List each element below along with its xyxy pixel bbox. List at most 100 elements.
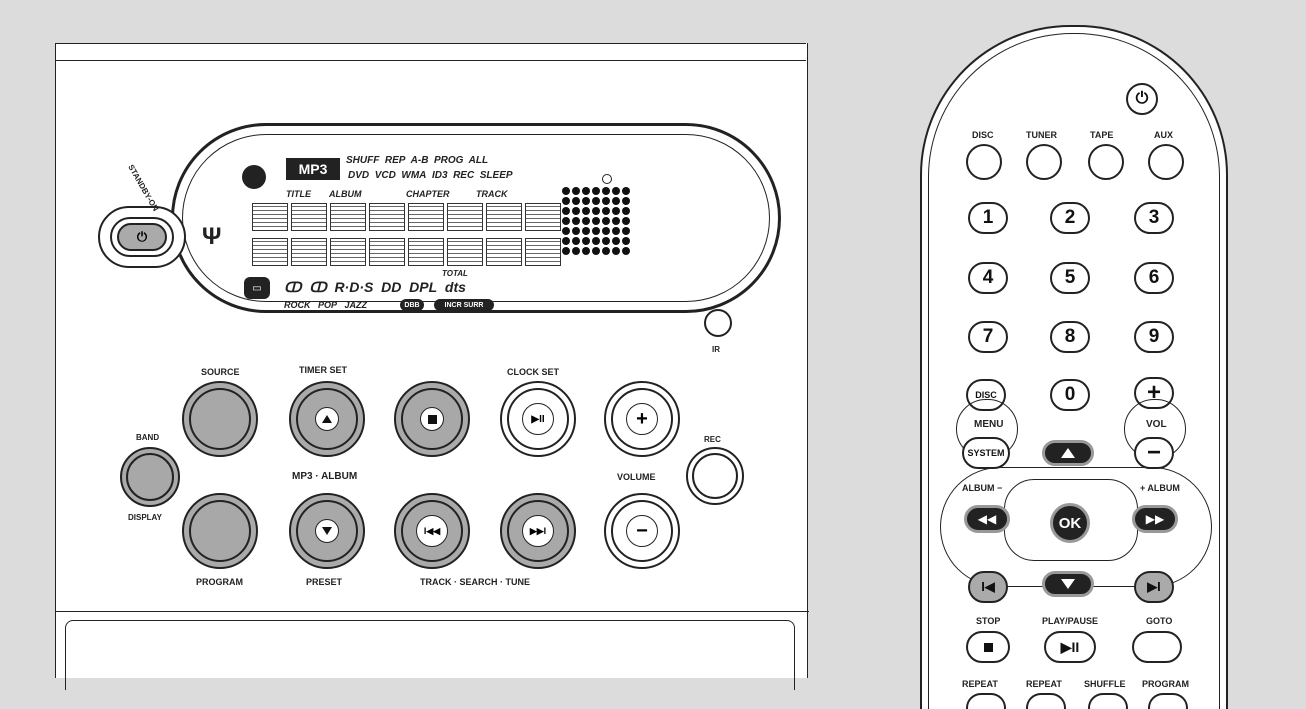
- total-label: TOTAL: [442, 269, 468, 278]
- preset-down-button[interactable]: [289, 493, 365, 569]
- disc-source-label: DISC: [972, 130, 994, 140]
- num-6-button[interactable]: 6: [1134, 262, 1174, 294]
- segment-row-1: [252, 203, 564, 236]
- goto-label: GOTO: [1146, 616, 1173, 626]
- stop-label: STOP: [976, 616, 1001, 626]
- album-prev-button[interactable]: ◀◀: [964, 505, 1010, 533]
- logo-row: ↀ ↀ R·D·S DD DPL dts: [284, 279, 466, 296]
- band-display-button[interactable]: [120, 447, 180, 507]
- wma-indicator: WMA: [401, 170, 427, 181]
- repeat-button-1[interactable]: [966, 693, 1006, 709]
- rep-indicator: REP: [384, 155, 406, 166]
- standby-button[interactable]: ⏻: [110, 217, 174, 257]
- num-3-button[interactable]: 3: [1134, 202, 1174, 234]
- nav-down-button[interactable]: [1042, 571, 1094, 597]
- repeat-label-1: REPEAT: [962, 679, 998, 689]
- standby-housing: ⏻: [98, 206, 186, 268]
- stop-button[interactable]: [394, 381, 470, 457]
- track-search-tune-label: TRACK · SEARCH · TUNE: [420, 577, 530, 587]
- play-pause-icon: ▶II: [1060, 638, 1080, 655]
- vol-down-button[interactable]: −: [1134, 437, 1174, 469]
- mp3cd-icon: ↀ: [309, 279, 327, 295]
- num-0-button[interactable]: 0: [1050, 379, 1090, 411]
- album-plus-label: + ALBUM: [1140, 483, 1180, 493]
- num-2-button[interactable]: 2: [1050, 202, 1090, 234]
- previous-icon: I◀◀: [416, 515, 448, 547]
- vcd-indicator: VCD: [374, 170, 396, 181]
- dbb-badge: DBB: [400, 299, 424, 311]
- volume-up-button[interactable]: +: [604, 381, 680, 457]
- album-next-button[interactable]: ▶▶: [1132, 505, 1178, 533]
- program-label-remote: PROGRAM: [1142, 679, 1189, 689]
- clock-set-label: CLOCK SET: [507, 367, 560, 377]
- ir-label: IR: [712, 345, 720, 354]
- previous-icon: I◀: [981, 579, 995, 594]
- up-arrow-icon: [1061, 448, 1075, 458]
- track-header: TRACK: [476, 189, 508, 199]
- disc-icon: [242, 165, 266, 189]
- antenna-icon: Ψ: [202, 223, 222, 250]
- cd-icon: ↀ: [284, 279, 302, 295]
- genre-row: ROCK POP JAZZ: [284, 300, 367, 310]
- program-label: PROGRAM: [196, 577, 243, 587]
- remote-power-button[interactable]: ⏻: [1126, 83, 1158, 115]
- remote-play-pause-button[interactable]: ▶II: [1044, 631, 1096, 663]
- source-button[interactable]: [182, 381, 258, 457]
- num-9-button[interactable]: 9: [1134, 321, 1174, 353]
- aux-source-button[interactable]: [1148, 144, 1184, 180]
- vol-label: VOL: [1144, 419, 1169, 430]
- preset-label: PRESET: [306, 577, 343, 587]
- program-button[interactable]: [182, 493, 258, 569]
- play-pause-button[interactable]: ▶II: [500, 381, 576, 457]
- nav-up-button[interactable]: [1042, 440, 1094, 466]
- mp3-indicator: MP3: [286, 158, 340, 180]
- num-7-button[interactable]: 7: [968, 321, 1008, 353]
- num-5-button[interactable]: 5: [1050, 262, 1090, 294]
- ab-indicator: A-B: [410, 155, 429, 166]
- next-icon: ▶I: [1147, 579, 1161, 594]
- previous-button[interactable]: I◀◀: [394, 493, 470, 569]
- program-button-remote[interactable]: [1148, 693, 1188, 709]
- volume-label: VOLUME: [617, 472, 656, 482]
- genre-pop: POP: [318, 300, 338, 310]
- timer-set-up-button[interactable]: [289, 381, 365, 457]
- display-row-1: SHUFF REP A-B PROG ALL: [346, 155, 488, 166]
- shuffle-button[interactable]: [1088, 693, 1128, 709]
- play-pause-icon: ▶II: [522, 403, 554, 435]
- next-button[interactable]: ▶▶I: [500, 493, 576, 569]
- up-arrow-icon: [322, 415, 332, 423]
- disc-source-button[interactable]: [966, 144, 1002, 180]
- album-minus-label: ALBUM −: [962, 483, 1003, 493]
- tuner-source-button[interactable]: [1026, 144, 1062, 180]
- rec-button[interactable]: [686, 447, 744, 505]
- rds-logo: R·D·S: [334, 279, 374, 295]
- dolby-pl-logo: DPL: [409, 279, 438, 295]
- tape-source-label: TAPE: [1090, 130, 1114, 140]
- num-8-button[interactable]: 8: [1050, 321, 1090, 353]
- goto-button[interactable]: [1132, 631, 1182, 663]
- fast-forward-icon: ▶▶: [1145, 512, 1165, 526]
- id3-indicator: ID3: [431, 170, 448, 181]
- system-button[interactable]: SYSTEM: [962, 437, 1010, 469]
- stop-icon: [427, 414, 437, 424]
- num-4-button[interactable]: 4: [968, 262, 1008, 294]
- down-arrow-icon: [322, 527, 332, 535]
- prev-track-button[interactable]: I◀: [968, 571, 1008, 603]
- timer-set-label: TIMER SET: [299, 365, 348, 375]
- dts-logo: dts: [444, 279, 466, 295]
- menu-label: MENU: [972, 419, 1006, 430]
- chapter-header: CHAPTER: [406, 189, 450, 199]
- remote-stop-button[interactable]: [966, 631, 1010, 663]
- album-header: ALBUM: [329, 189, 362, 199]
- repeat-button-2[interactable]: [1026, 693, 1066, 709]
- display-row-2: DVD VCD WMA ID3 REC SLEEP: [348, 170, 513, 181]
- next-track-button[interactable]: ▶I: [1134, 571, 1174, 603]
- num-1-button[interactable]: 1: [968, 202, 1008, 234]
- ok-button[interactable]: OK: [1050, 503, 1090, 543]
- tape-source-button[interactable]: [1088, 144, 1124, 180]
- aux-source-label: AUX: [1154, 130, 1174, 140]
- tuner-source-label: TUNER: [1026, 130, 1057, 140]
- mp3-album-label: MP3 · ALBUM: [292, 471, 358, 482]
- genre-jazz: JAZZ: [344, 300, 368, 310]
- volume-down-button[interactable]: −: [604, 493, 680, 569]
